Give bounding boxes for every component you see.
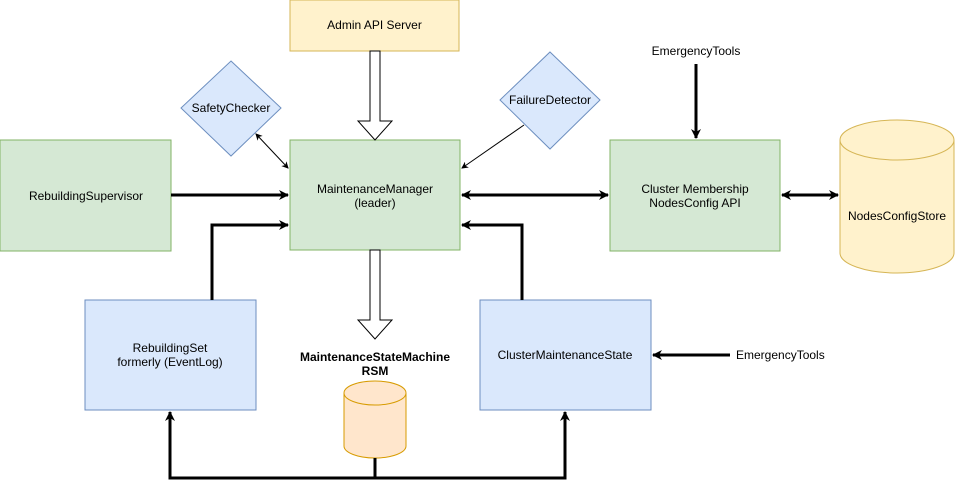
failure-detector-manager-connector <box>461 124 525 169</box>
maintenance-state-machine-sublabel: RSM <box>362 364 389 378</box>
safety-checker-manager-connector <box>255 133 289 169</box>
rebuilding-set-to-manager-connector <box>210 220 289 300</box>
rebuilding-set-node: RebuildingSet formerly (EventLog) <box>84 299 257 411</box>
rebuilding-supervisor-label: RebuildingSupervisor <box>29 189 143 203</box>
admin-api-server-node: Admin API Server <box>289 0 460 52</box>
safety-checker-node: SafetyChecker <box>180 60 282 157</box>
failure-detector-label: FailureDetector <box>509 93 591 107</box>
admin-api-server-label: Admin API Server <box>327 18 422 32</box>
cluster-membership-sublabel: NodesConfig API <box>649 196 740 210</box>
maintenance-manager-sublabel: (leader) <box>354 196 395 210</box>
rsm-to-cluster-state-connector <box>375 411 570 480</box>
nodes-config-store-label: NodesConfigStore <box>848 209 946 223</box>
rsm-to-rebuilding-set-connector <box>165 411 377 480</box>
cluster-membership-node: Cluster Membership NodesConfig API <box>609 139 781 252</box>
admin-to-manager-arrow <box>356 50 394 141</box>
rebuilding-supervisor-node: RebuildingSupervisor <box>0 139 172 252</box>
failure-detector-node: FailureDetector <box>499 51 601 150</box>
maintenance-state-machine-node: MaintenanceStateMachine RSM <box>300 350 450 459</box>
cluster-state-to-manager-connector <box>461 220 524 300</box>
cluster-membership-label: Cluster Membership <box>641 182 749 196</box>
emergency-tools-top-label: EmergencyTools <box>652 44 741 58</box>
cluster-maintenance-state-node: ClusterMaintenanceState <box>479 299 652 411</box>
maintenance-manager-label: MaintenanceManager <box>317 182 433 196</box>
emergency-tools-right-label: EmergencyTools <box>736 348 825 362</box>
nodes-config-store-node: NodesConfigStore <box>839 119 955 274</box>
maintenance-state-machine-label: MaintenanceStateMachine <box>300 350 450 364</box>
safety-checker-label: SafetyChecker <box>192 101 271 115</box>
rebuilding-set-sublabel: formerly (EventLog) <box>117 355 222 369</box>
cluster-maintenance-state-label: ClusterMaintenanceState <box>498 348 633 362</box>
manager-to-rsm-arrow <box>356 249 394 340</box>
rebuilding-set-label: RebuildingSet <box>133 341 208 355</box>
maintenance-manager-node: MaintenanceManager (leader) <box>289 139 461 251</box>
